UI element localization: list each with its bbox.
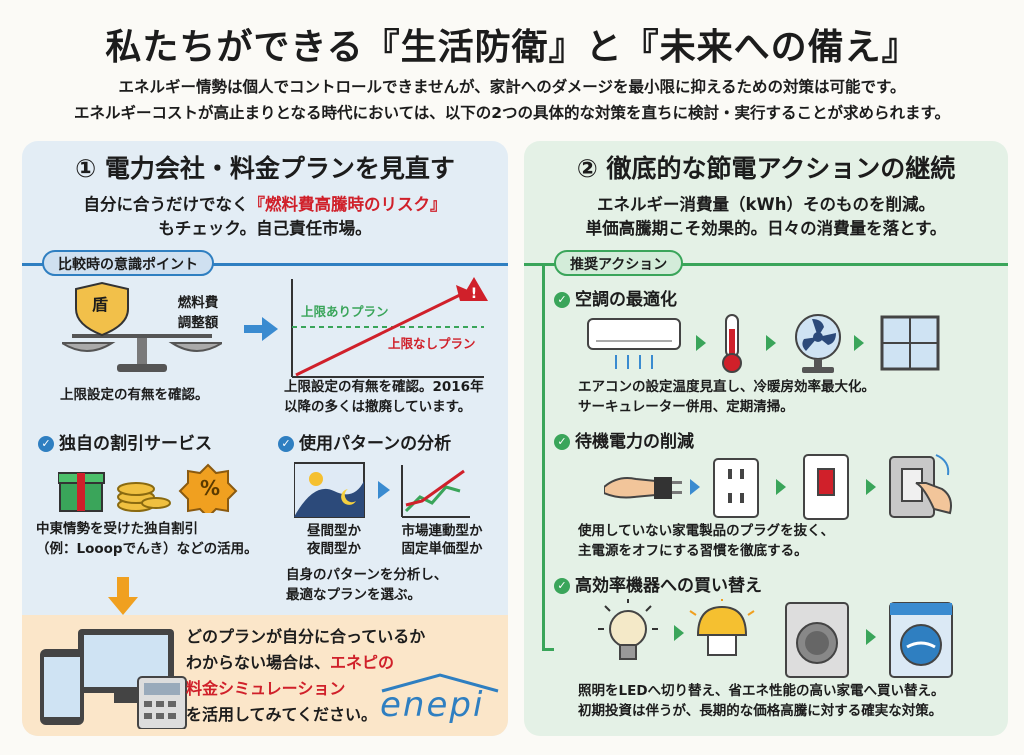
market-fixed-label-1: 市場連動型か — [401, 523, 483, 539]
day-night-market-icons — [294, 462, 470, 518]
chart-caption-1: 上限設定の有無を確認。2016年 — [284, 379, 484, 395]
fuel-cost-chart: ! — [291, 277, 488, 378]
simulation-box: どのプランが自分に合っているか わからない場合は、エネピの 料金シミュレーション… — [22, 615, 508, 736]
plug-outlet-switch-icons — [604, 454, 952, 520]
ac-heading-text: 空調の最適化 — [575, 290, 677, 310]
simulation-text-1: どのプランが自分に合っているか — [186, 627, 426, 646]
simulation-text-2-pre: わからない場合は、 — [186, 653, 331, 672]
svg-text:!: ! — [471, 286, 477, 302]
gift-coins-percent-icons — [58, 463, 238, 513]
down-arrow-icon — [108, 577, 138, 615]
enepi-logo-roof-icon — [381, 673, 499, 693]
uncapped-plan-label: 上限なしプラン — [388, 336, 476, 351]
simulation-text-2: わからない場合は、エネピの — [186, 651, 394, 675]
lead-text-1: エネルギー情勢は個人でコントロールできませんが、家計へのダメージを最小限に抑える… — [118, 78, 906, 96]
panel-subtitle-left-2: もチェック。自己責任市場。 — [158, 219, 372, 238]
shield-label: 盾 — [92, 295, 109, 314]
section-divider — [22, 263, 508, 266]
standby-caption-2: 主電源をオフにする習慣を徹底する。 — [578, 543, 808, 559]
enepi-highlight: エネピの — [330, 653, 395, 672]
check-icon: ✓ — [554, 434, 570, 450]
discount-heading-text: 独自の割引サービス — [59, 434, 212, 454]
panel-title-right: ② 徹底的な節電アクションの継続 — [576, 154, 956, 183]
efficient-caption-1: 照明をLEDへ切り替え、省エネ性能の高い家電へ買い替え。 — [578, 683, 945, 699]
day-night-label-2: 夜間型か — [307, 541, 361, 557]
power-saving-panel: ② 徹底的な節電アクションの継続 エネルギー消費量（kWh）そのものを削減。 単… — [524, 141, 1008, 736]
panel-subtitle-left-1: 自分に合うだけでなく『燃料費高騰時のリスク』 — [22, 193, 508, 217]
discount-caption-1: 中東情勢を受けた独自割引 — [36, 521, 198, 537]
standby-heading: ✓ 待機電力の削減 — [554, 427, 694, 452]
check-icon: ✓ — [554, 292, 570, 308]
enepi-logo[interactable]: enepi — [380, 685, 485, 725]
discount-caption-2: （例：Looopでんき）などの活用。 — [36, 541, 258, 557]
subtitle-text: 自分に合うだけでなく — [83, 195, 249, 214]
day-night-label-1: 昼間型か — [307, 523, 361, 539]
ac-thermometer-fan-window-icons — [587, 314, 940, 373]
fuel-adjust-label-2: 調整額 — [177, 315, 219, 331]
usage-heading: ✓ 使用パターンの分析 — [278, 429, 451, 454]
usage-caption-1: 自身のパターンを分析し、 — [286, 567, 448, 583]
standby-caption-1: 使用していない家電製品のプラグを抜く、 — [578, 523, 835, 539]
devices-icon — [40, 629, 187, 729]
fuel-risk-highlight: 『燃料費高騰時のリスク』 — [248, 195, 447, 214]
usage-caption-2: 最適なプランを選ぶ。 — [286, 587, 421, 603]
ac-caption-2: サーキュレーター併用、定期清掃。 — [578, 399, 794, 415]
scale-icon — [62, 281, 222, 372]
comparison-points-tag: 比較時の意識ポイント — [42, 250, 214, 276]
ac-heading: ✓ 空調の最適化 — [554, 285, 677, 310]
check-icon: ✓ — [554, 578, 570, 594]
simulation-link[interactable]: 料金シミュレーション — [186, 679, 346, 698]
fuel-adjust-label-1: 燃料費 — [177, 295, 219, 311]
simulation-text-4: を活用してみてください。 — [186, 705, 378, 724]
panel-title-left: ① 電力会社・料金プランを見直す — [75, 154, 455, 183]
timeline-end — [542, 648, 554, 651]
market-fixed-label-2: 固定単価型か — [401, 541, 483, 557]
ac-caption-1: エアコンの設定温度見直し、冷暖房効率最大化。 — [578, 379, 875, 395]
usage-heading-text: 使用パターンの分析 — [299, 434, 452, 454]
right-arrow-icon — [244, 317, 278, 341]
bulb-washer-icons — [598, 599, 953, 678]
scale-caption: 上限設定の有無を確認。 — [60, 387, 209, 403]
percent-icon: % — [200, 476, 221, 500]
efficient-heading: ✓ 高効率機器への買い替え — [554, 571, 762, 596]
panel-subtitle-right-2: 単価高騰期こそ効果的。日々の消費量を落とす。 — [585, 219, 947, 238]
plan-review-panel: ① 電力会社・料金プランを見直す 自分に合うだけでなく『燃料費高騰時のリスク』 … — [22, 141, 508, 736]
efficient-heading-text: 高効率機器への買い替え — [575, 576, 762, 596]
lead-text-2: エネルギーコストが高止まりとなる時代においては、以下の2つの具体的な対策を直ちに… — [74, 104, 950, 122]
discount-heading: ✓ 独自の割引サービス — [38, 429, 212, 454]
section-divider — [524, 263, 1008, 266]
check-icon: ✓ — [38, 436, 54, 452]
chart-caption-2: 以降の多くは撤廃しています。 — [284, 399, 472, 415]
recommended-actions-tag: 推奨アクション — [554, 250, 684, 276]
capped-plan-label: 上限ありプラン — [301, 304, 389, 319]
timeline-line — [542, 263, 545, 651]
standby-heading-text: 待機電力の削減 — [575, 432, 694, 452]
panel-subtitle-right-1: エネルギー消費量（kWh）そのものを削減。 — [597, 195, 935, 214]
efficient-caption-2: 初期投資は伴うが、長期的な価格高騰に対する確実な対策。 — [578, 703, 943, 719]
page-title: 私たちができる『生活防衛』と『未来への備え』 — [105, 27, 919, 68]
check-icon: ✓ — [278, 436, 294, 452]
